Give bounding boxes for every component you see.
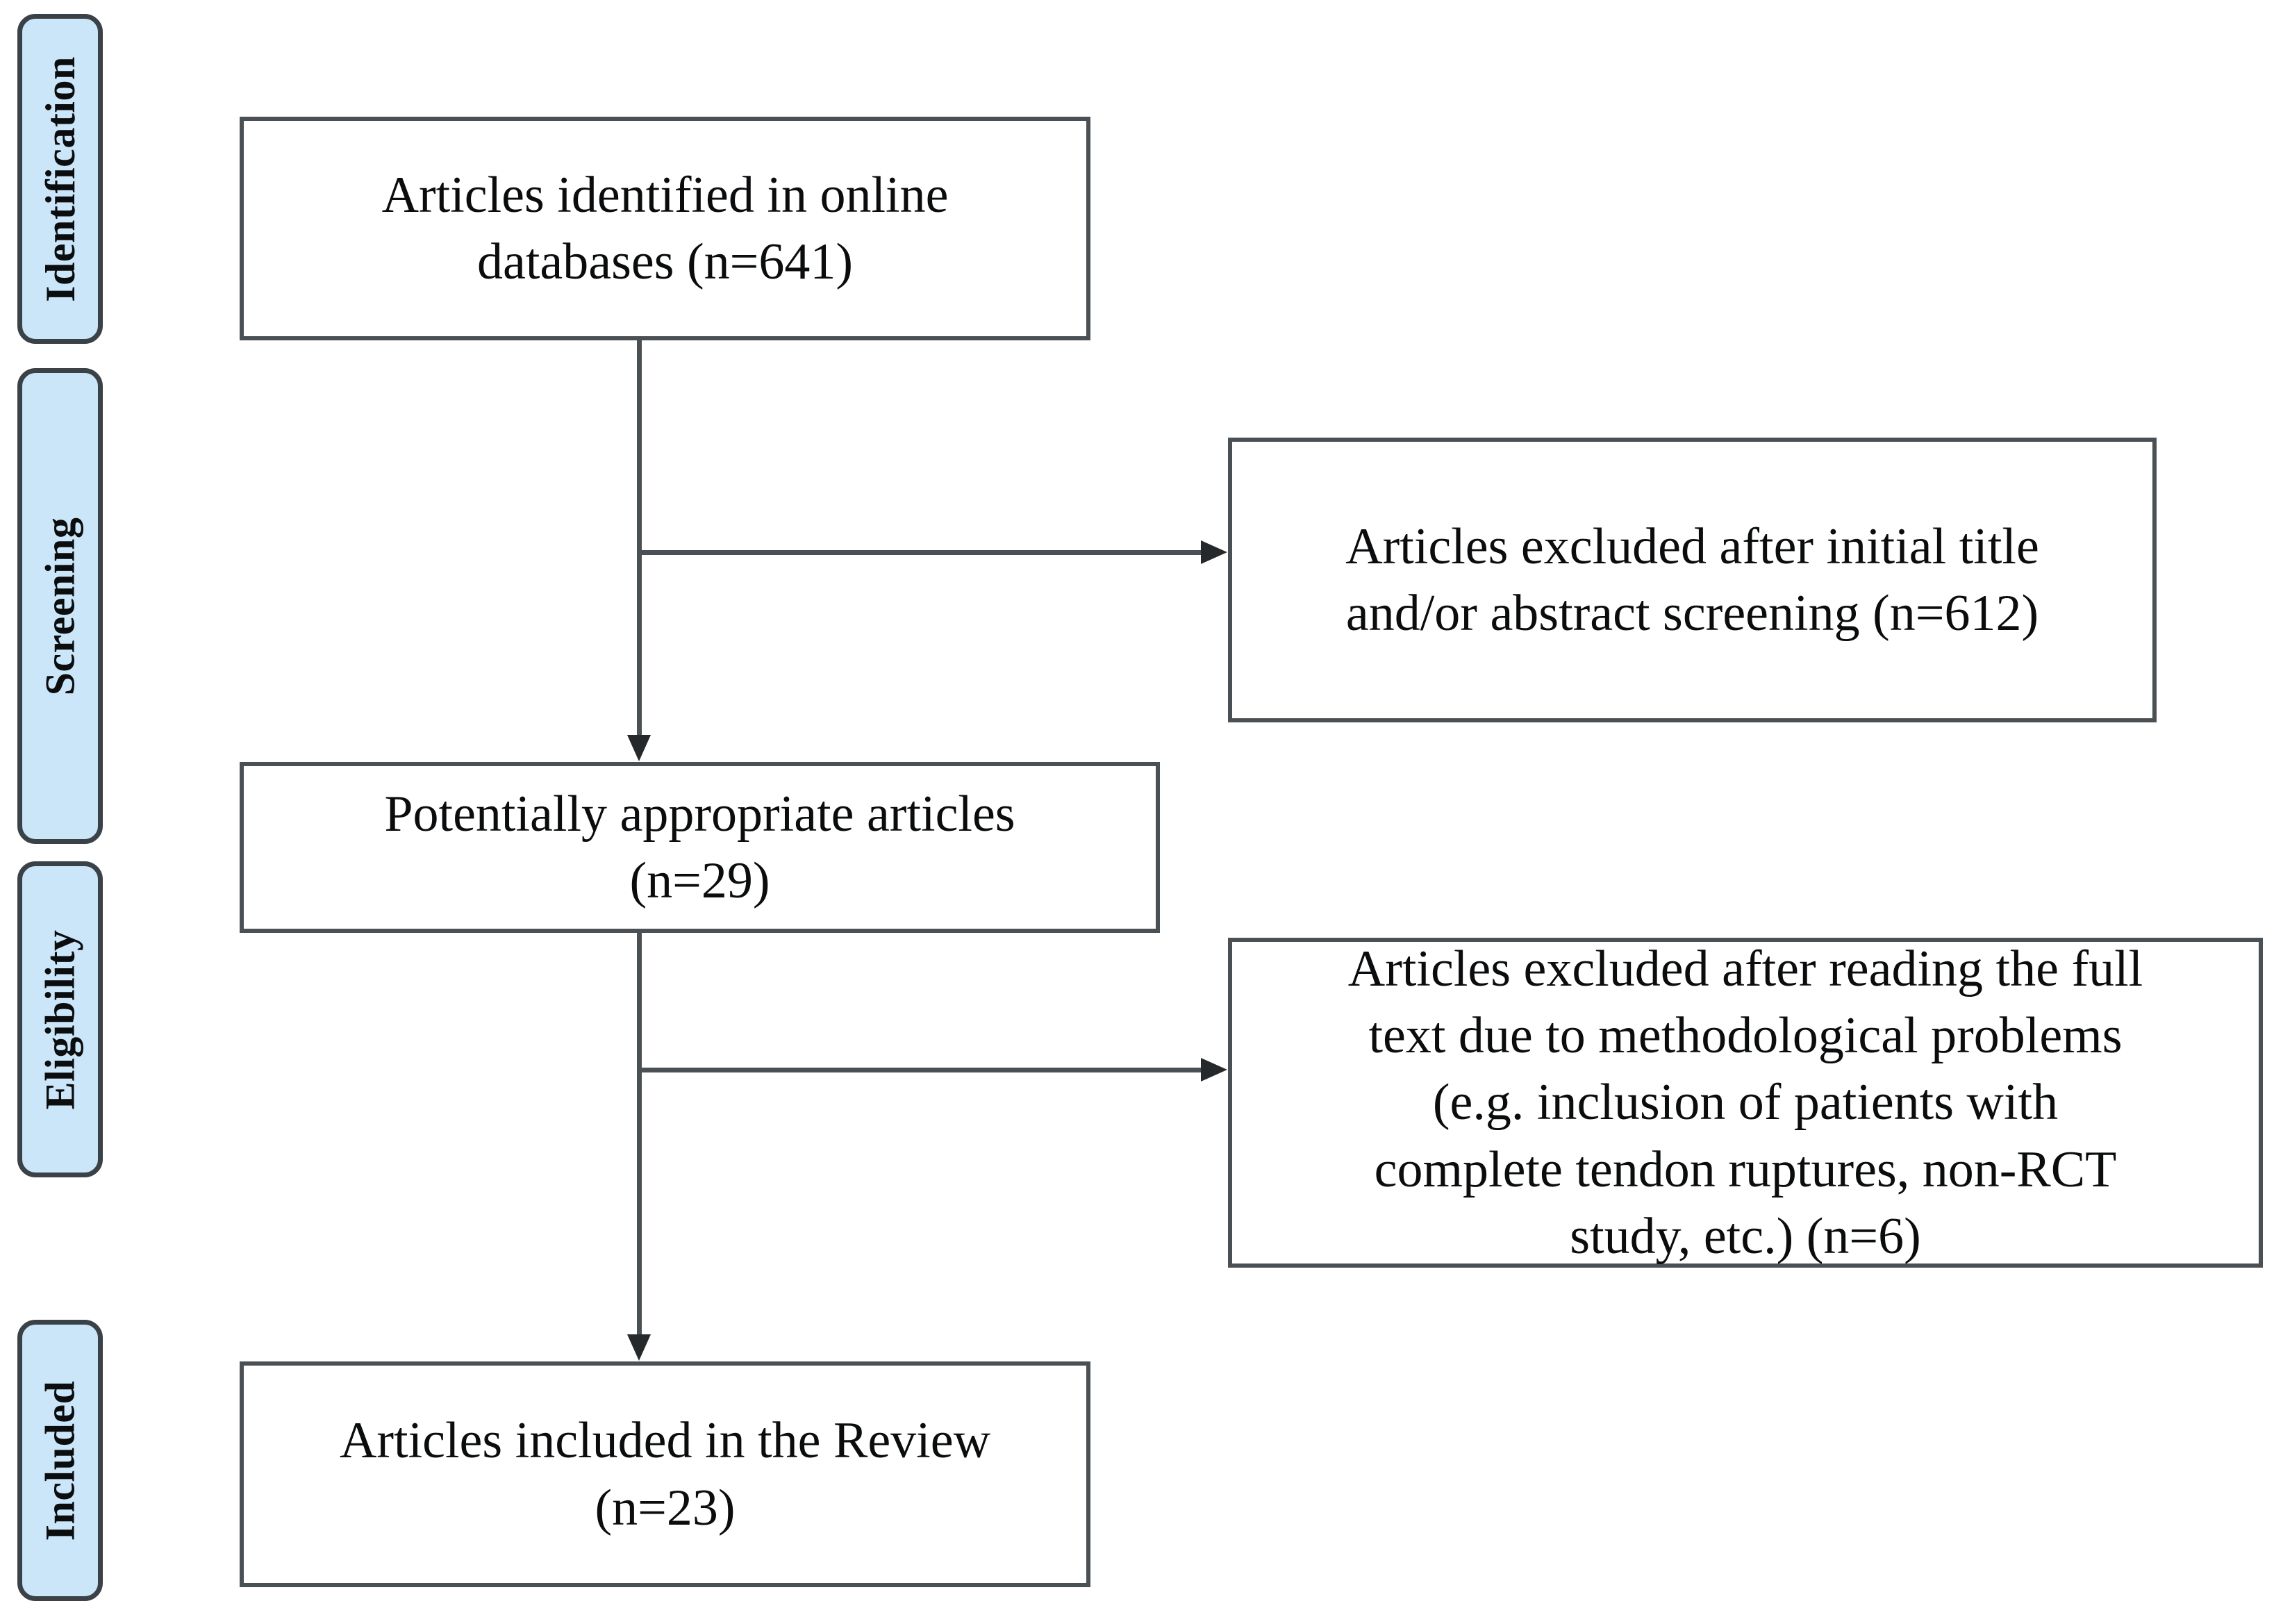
- connector-screening-exclusion-branch: [637, 550, 1201, 555]
- box-articles-identified-text: Articles identified in online databases …: [381, 166, 949, 290]
- box-articles-excluded-title-abstract-text: Articles excluded after initial title an…: [1345, 517, 2039, 642]
- arrowhead-excluded-title-abstract: [1201, 540, 1227, 564]
- box-potentially-appropriate-articles: Potentially appropriate articles (n=29): [240, 762, 1160, 933]
- box-articles-excluded-full-text-text: Articles excluded after reading the full…: [1347, 941, 2143, 1265]
- box-articles-excluded-title-abstract: Articles excluded after initial title an…: [1228, 438, 2157, 722]
- box-articles-identified: Articles identified in online databases …: [240, 117, 1090, 340]
- box-potentially-appropriate-articles-text: Potentially appropriate articles (n=29): [384, 785, 1015, 909]
- arrowhead-excluded-full-text: [1201, 1058, 1227, 1082]
- stage-label-identification-text: Identification: [37, 56, 83, 302]
- connector-identified-to-potentially: [637, 340, 642, 736]
- stage-label-included-text: Included: [37, 1380, 83, 1541]
- connector-eligibility-exclusion-branch: [637, 1068, 1201, 1072]
- stage-label-eligibility-text: Eligibility: [37, 929, 83, 1109]
- stage-label-eligibility: Eligibility: [17, 861, 103, 1177]
- box-articles-excluded-full-text: Articles excluded after reading the full…: [1228, 938, 2263, 1268]
- stage-label-screening: Screening: [17, 368, 103, 844]
- stage-label-identification: Identification: [17, 14, 103, 344]
- connector-potentially-to-included: [637, 933, 642, 1336]
- stage-label-screening-text: Screening: [37, 517, 83, 695]
- stage-label-included: Included: [17, 1320, 103, 1601]
- box-articles-included-review: Articles included in the Review (n=23): [240, 1361, 1090, 1587]
- arrowhead-potentially-appropriate: [627, 735, 651, 761]
- arrowhead-included-review: [627, 1334, 651, 1361]
- box-articles-included-review-text: Articles included in the Review (n=23): [339, 1412, 991, 1536]
